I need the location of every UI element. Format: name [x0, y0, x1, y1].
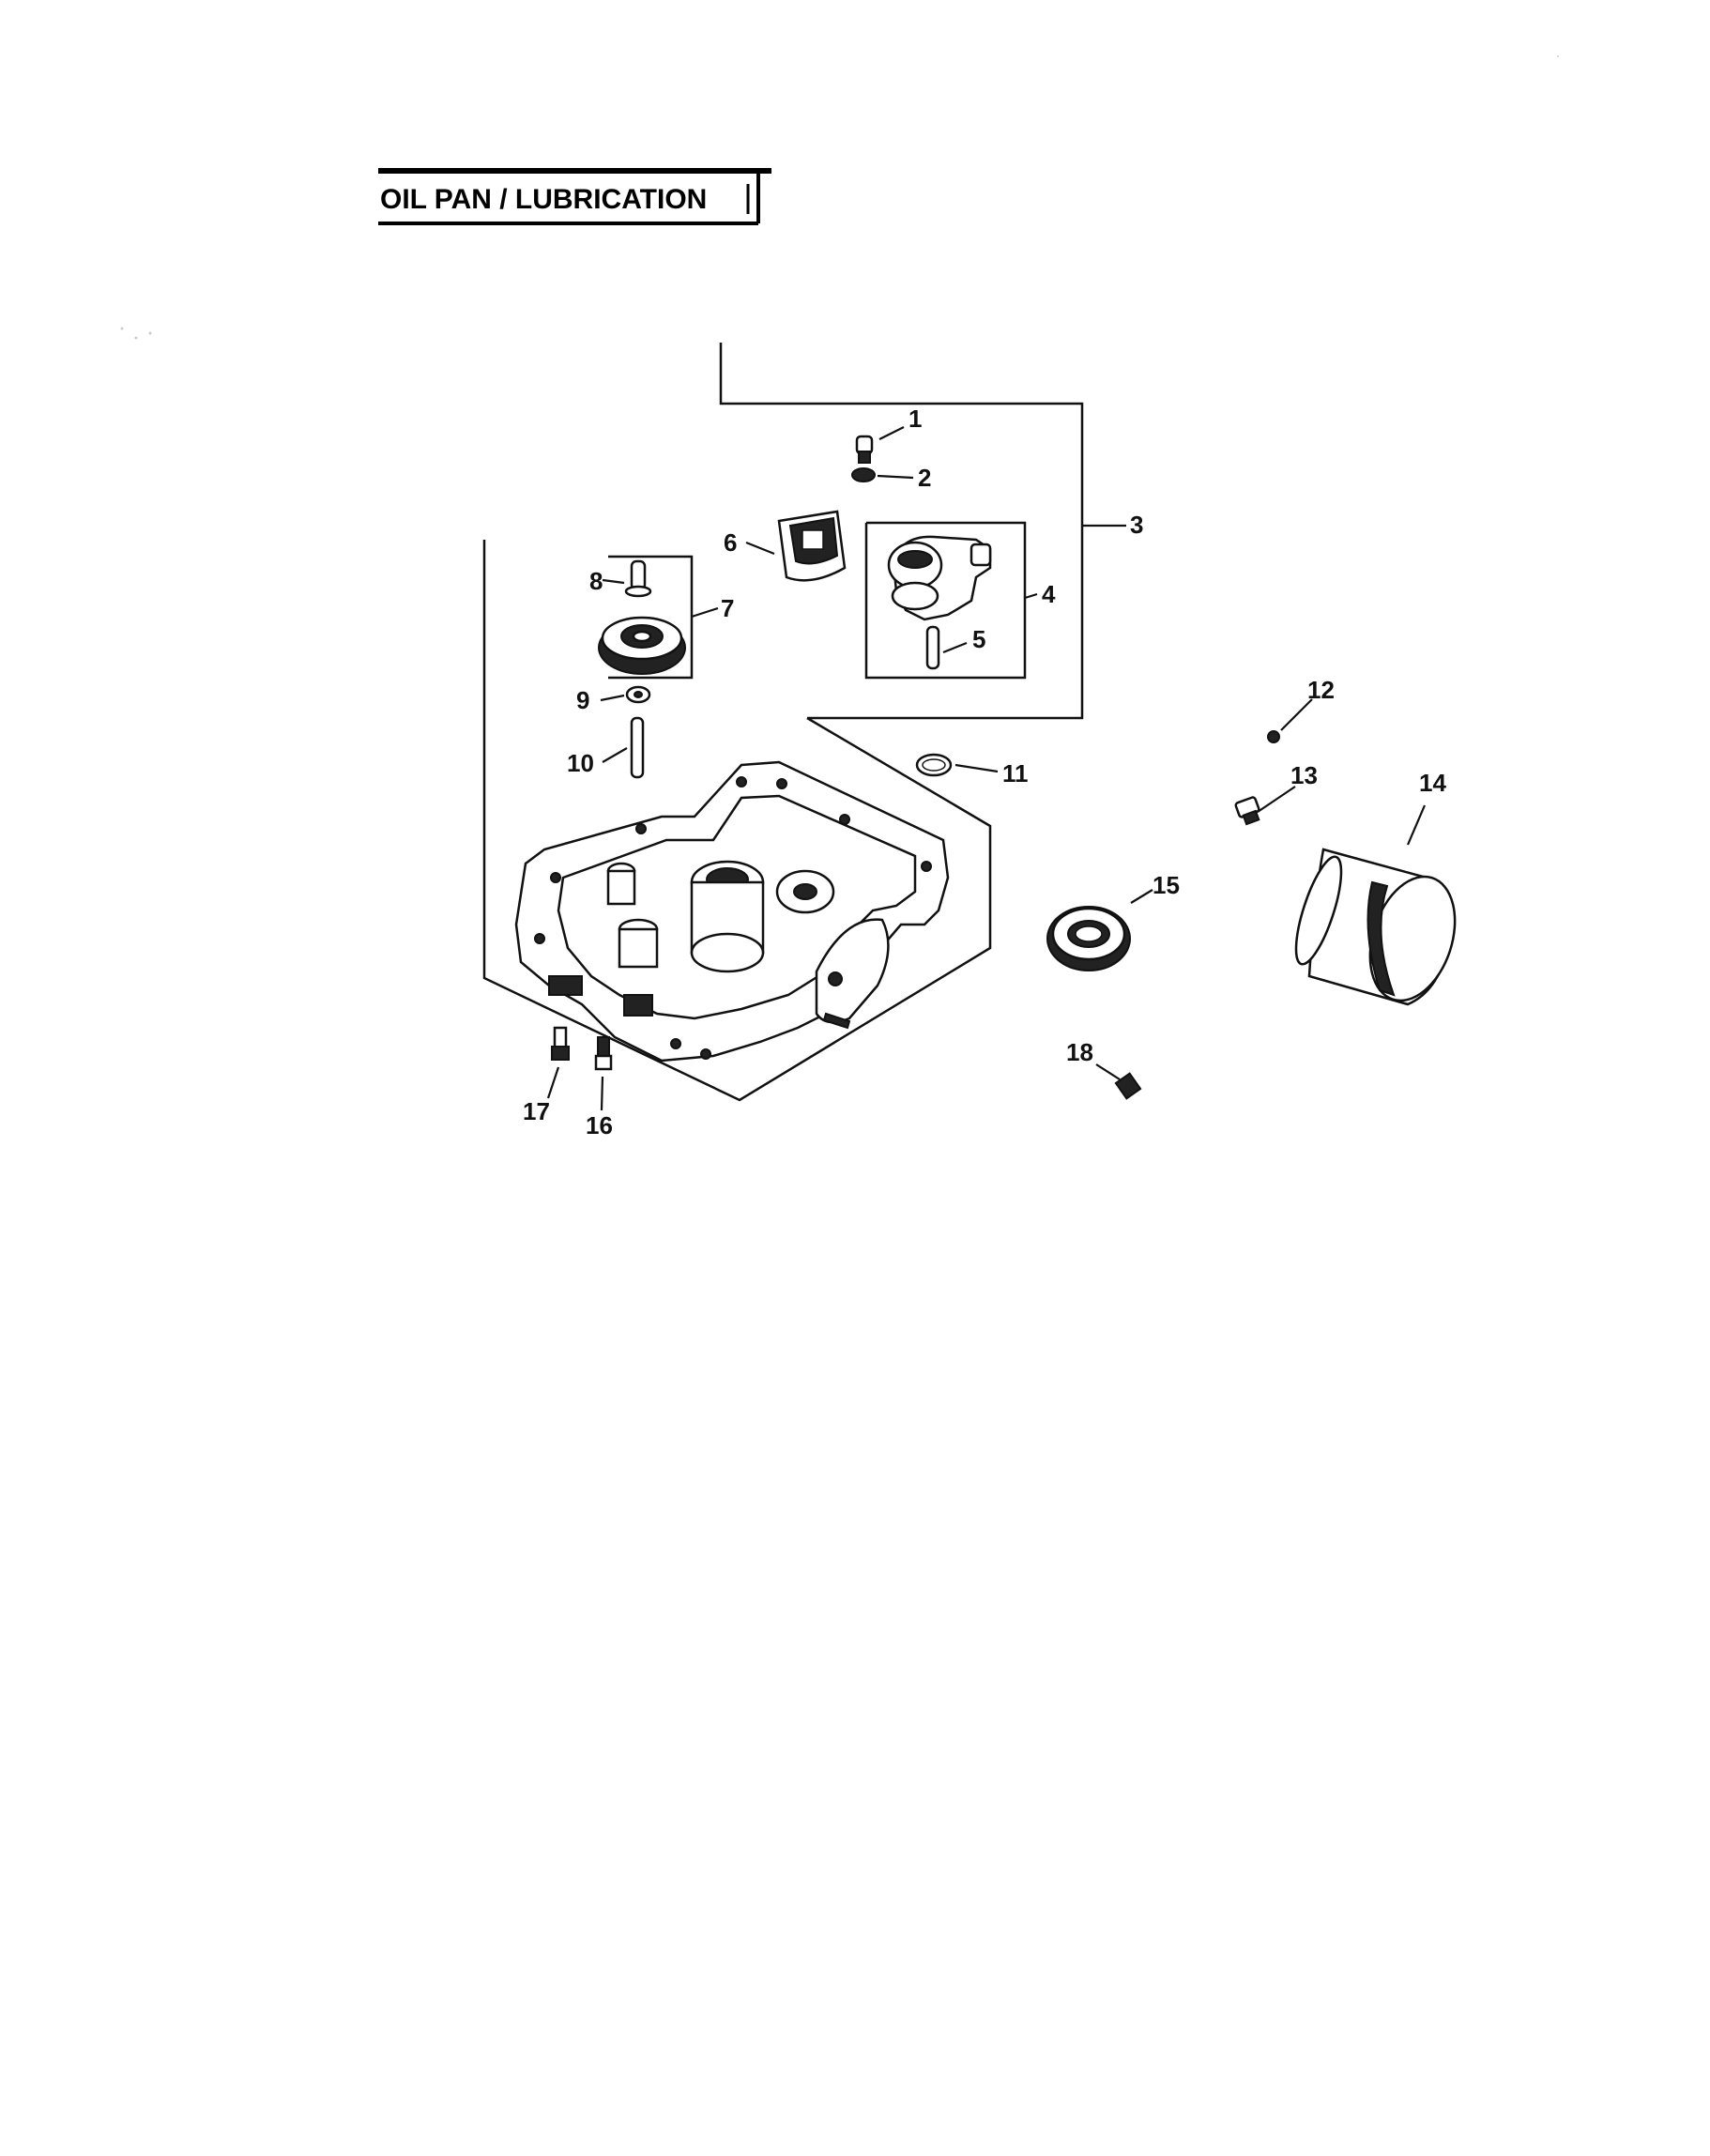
part-1-screw	[855, 435, 874, 464]
callout-10: 10	[567, 749, 594, 777]
callout-17: 17	[523, 1097, 550, 1125]
part-4-oil-pump-gear	[887, 535, 992, 621]
part-12-plug	[1267, 730, 1280, 743]
title-box: OIL PAN / LUBRICATION	[378, 168, 771, 225]
callout-16: 16	[586, 1111, 613, 1139]
part-11-o-ring	[915, 753, 953, 777]
part-10-shaft	[630, 716, 645, 779]
callout-4: 4	[1042, 580, 1056, 608]
pump-gear-box	[864, 521, 1027, 680]
callout-1: 1	[908, 405, 922, 433]
part-14-oil-filter	[1294, 848, 1457, 1006]
callout-9: 9	[576, 686, 589, 714]
callout-2: 2	[918, 464, 931, 492]
part-2-washer	[851, 467, 876, 482]
leader-lines	[546, 426, 1427, 1111]
part-13-drain-plug	[1234, 796, 1260, 826]
callout-11: 11	[1002, 759, 1029, 787]
callout-15: 15	[1153, 871, 1180, 899]
pickup-gear-box	[608, 555, 694, 680]
callout-13: 13	[1290, 761, 1318, 789]
part-17-bolt	[551, 1026, 570, 1061]
callout-6: 6	[724, 528, 737, 557]
oil-pan-assembly-bracket	[482, 540, 992, 1102]
part-5-pin	[925, 625, 940, 670]
callout-12: 12	[1307, 676, 1335, 704]
oil-pan-body	[514, 760, 950, 1063]
page-title: OIL PAN / LUBRICATION	[380, 184, 707, 215]
callout-14: 14	[1419, 769, 1446, 797]
part-15-oil-seal	[1046, 906, 1131, 971]
part-6-bearing-shell	[777, 510, 847, 582]
scan-noise	[120, 55, 1559, 340]
oil-pump-assembly-bracket	[719, 343, 1084, 720]
part-18-plug	[1114, 1072, 1142, 1100]
part-16-bolt	[594, 1036, 613, 1071]
callout-3: 3	[1130, 511, 1143, 539]
part-8-shoulder-pin	[624, 559, 652, 598]
callout-labels: 1 2 3 4 5 6 7 8 9 10 11 12 13 14 15 16 1…	[523, 405, 1446, 1139]
callout-18: 18	[1066, 1038, 1093, 1066]
part-9-washer	[625, 685, 651, 704]
assembly-brackets	[482, 343, 1084, 1102]
callout-7: 7	[721, 594, 734, 622]
callout-5: 5	[972, 625, 985, 653]
callout-8: 8	[589, 567, 603, 595]
part-7-gear	[598, 616, 686, 675]
